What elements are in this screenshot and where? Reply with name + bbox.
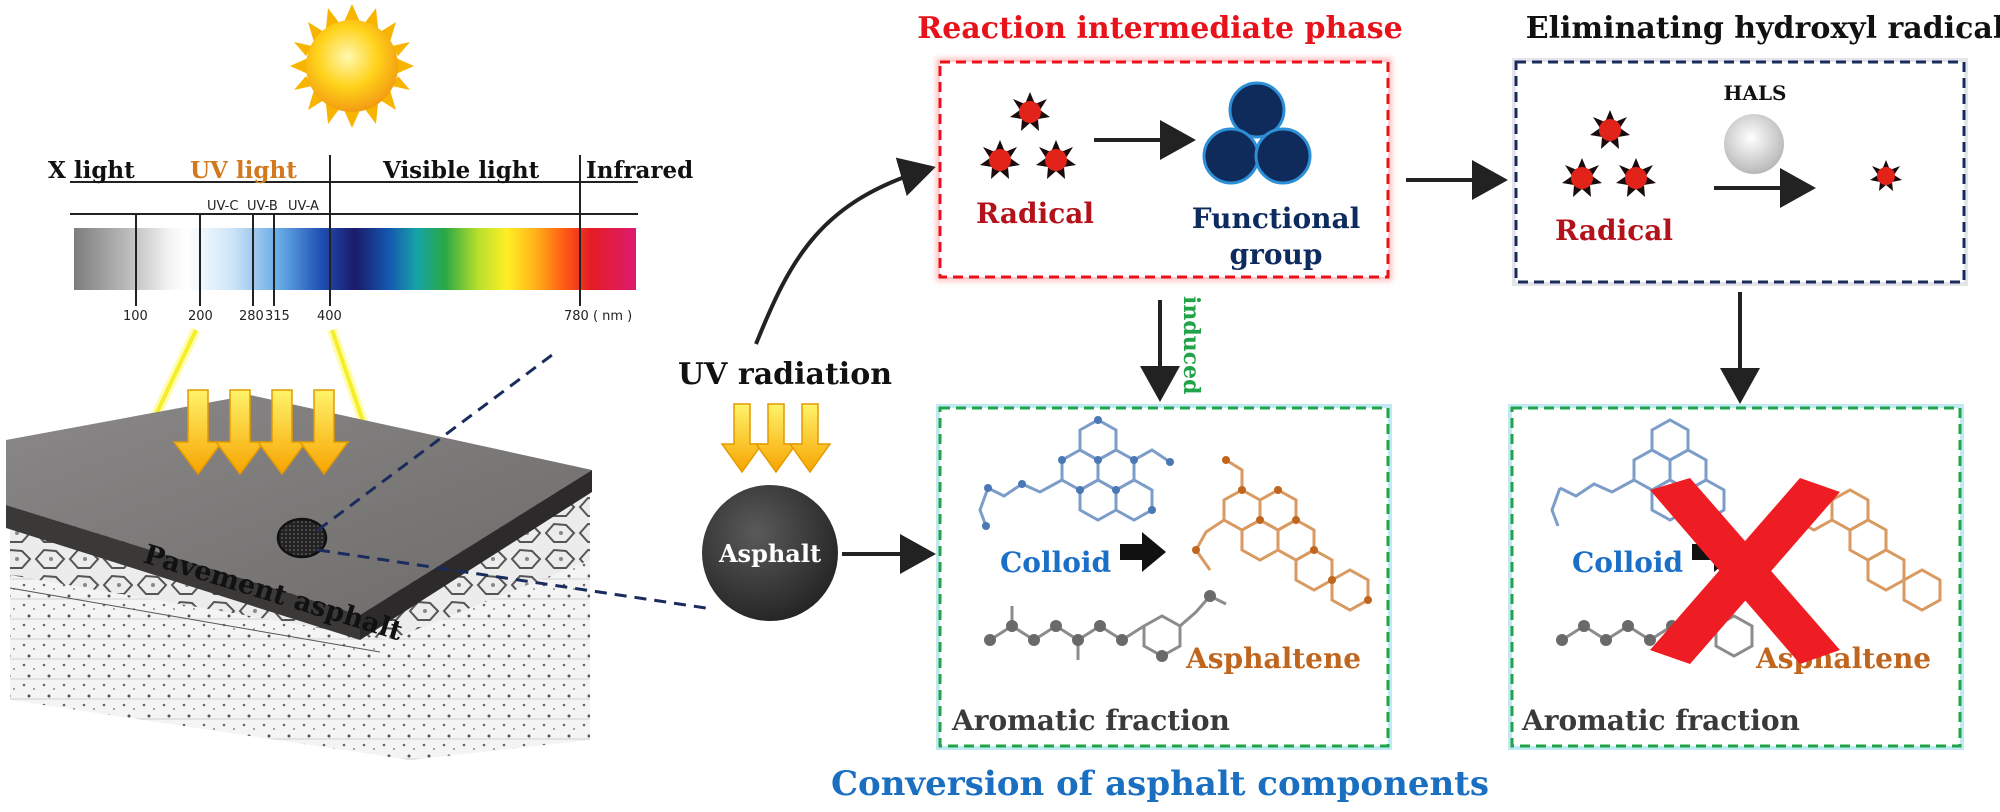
reaction-phase-box — [938, 60, 1390, 279]
tick-280: 280 — [239, 309, 264, 324]
subband-uvb: UV-B — [247, 199, 278, 214]
band-visible-light: Visible light — [382, 157, 540, 184]
functional-group-label-line1: Functional — [1192, 202, 1361, 235]
asphaltene-atoms — [1192, 456, 1372, 604]
aromatic-atoms — [984, 590, 1216, 662]
hals-label: HALS — [1724, 81, 1787, 105]
sample-spot-icon — [276, 517, 328, 559]
asphalt-label: Asphalt — [718, 539, 821, 568]
reaction-phase-title: Reaction intermediate phase — [917, 11, 1402, 46]
tick-400: 400 — [317, 309, 342, 324]
subband-uvc: UV-C — [207, 199, 238, 214]
single-radical-icon — [1870, 160, 1902, 191]
band-uv-light: UV light — [190, 157, 297, 184]
asphalt-ball-icon — [702, 485, 838, 621]
uv-radiation-label: UV radiation — [678, 357, 892, 392]
blocked-aromatic-label: Aromatic fraction — [1521, 704, 1800, 737]
blocked-colloid-label: Colloid — [1572, 546, 1683, 579]
conversion-arrow-icon — [1120, 532, 1166, 572]
conversion-aromatic-label: Aromatic fraction — [951, 704, 1230, 737]
tick-100: 100 — [123, 309, 148, 324]
conversion-title: Conversion of asphalt components — [831, 764, 1489, 804]
pavement-top-surface — [6, 395, 592, 615]
pavement-sub-layer — [10, 570, 590, 705]
hals-powder-icon — [1724, 114, 1784, 174]
pavement-block — [6, 395, 592, 760]
hydroxyl-radical-icon — [1562, 110, 1656, 197]
curved-arrow-to-reaction — [754, 157, 936, 345]
sun-icon — [290, 4, 414, 128]
functional-group-label-line2: group — [1230, 238, 1323, 271]
reaction-radical-label: Radical — [976, 197, 1094, 230]
tick-200: 200 — [188, 309, 213, 324]
tick-315: 315 — [265, 309, 290, 324]
conversion-box — [938, 406, 1390, 748]
band-x-light: X light — [48, 157, 135, 184]
blocked-cross-icon — [1650, 478, 1840, 664]
spectrum-gradient — [74, 228, 636, 290]
uv-arrows-pavement — [172, 389, 350, 476]
radical-icon — [980, 92, 1076, 179]
zoom-lines — [317, 350, 707, 610]
colloid-molecule-icon — [978, 418, 1171, 527]
hydroxyl-radical-label: Radical — [1555, 214, 1673, 247]
conversion-colloid-label: Colloid — [1000, 546, 1111, 579]
induced-label: induced — [1178, 296, 1204, 395]
band-infrared: Infrared — [586, 157, 693, 184]
uv-arrows-asphalt — [720, 403, 832, 474]
tick-780: 780 ( nm ) — [564, 309, 632, 324]
hydroxyl-title: Eliminating hydroxyl radical — [1526, 11, 2000, 46]
subband-uva: UV-A — [288, 199, 319, 214]
spectrum-chart: X light UV light Visible light Infrared … — [48, 155, 693, 324]
blocked-asphaltene-label: Asphaltene — [1755, 642, 1931, 675]
functional-group-icon — [1202, 81, 1312, 185]
conversion-asphaltene-label: Asphaltene — [1185, 642, 1361, 675]
colloid-atoms — [982, 416, 1174, 530]
